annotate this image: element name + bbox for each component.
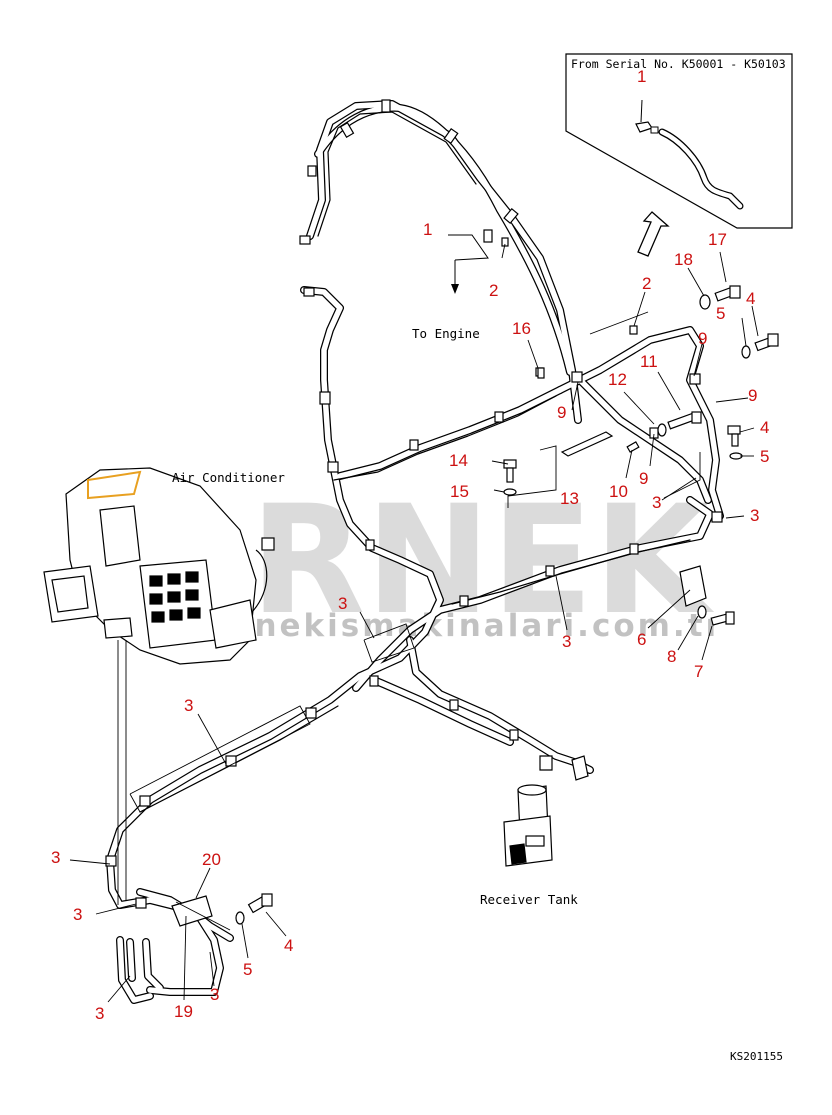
callout-18: 18	[674, 250, 693, 269]
callout-4: 4	[746, 289, 755, 308]
callout-3: 3	[562, 632, 571, 651]
callout-5: 5	[716, 304, 725, 323]
callout-20: 20	[202, 850, 221, 869]
callout-2: 2	[489, 281, 498, 300]
callout-5: 5	[760, 447, 769, 466]
callout-2: 2	[642, 274, 651, 293]
callout-13: 13	[560, 489, 579, 508]
callout-11: 11	[640, 352, 658, 371]
callout-14: 14	[449, 451, 468, 470]
text-labels: To Engine Air Conditioner Receiver Tank …	[172, 326, 783, 1063]
callout-19: 19	[174, 1002, 193, 1021]
callout-3: 3	[338, 594, 347, 613]
callout-numbers: 1 1 2 2 17 18 4 5 16 9 11 12 9 9 4 5 14 …	[51, 67, 769, 1023]
callout-16: 16	[512, 319, 531, 338]
hose-clamps	[105, 99, 723, 909]
callout-3: 3	[750, 506, 759, 525]
up-arrow-icon	[637, 211, 670, 257]
leader-lines	[69, 243, 759, 1003]
label-air-conditioner: Air Conditioner	[172, 470, 285, 485]
callout-8: 8	[667, 647, 676, 666]
callout-6: 6	[637, 630, 646, 649]
callout-1: 1	[423, 220, 432, 239]
callout-3: 3	[73, 905, 82, 924]
callout-3: 3	[184, 696, 193, 715]
callout-3: 3	[652, 493, 661, 512]
callout-4: 4	[760, 418, 769, 437]
receiver-tank	[503, 755, 589, 867]
callout-4: 4	[284, 936, 293, 955]
serial-inset: From Serial No. K50001 - K50103	[565, 53, 793, 229]
callout-7: 7	[694, 662, 703, 681]
callout-10: 10	[609, 482, 628, 501]
callout-15: 15	[450, 482, 469, 501]
callout-9: 9	[698, 329, 707, 348]
drawing-code: KS201155	[730, 1050, 783, 1063]
down-arrow-icon	[448, 234, 489, 294]
callout-9: 9	[748, 386, 757, 405]
callout-9: 9	[639, 469, 648, 488]
callout-3: 3	[95, 1004, 104, 1023]
bolts-washers	[171, 285, 779, 927]
label-to-engine: To Engine	[412, 326, 480, 341]
callout-1: 1	[637, 67, 646, 86]
label-receiver-tank: Receiver Tank	[480, 892, 578, 907]
callout-3: 3	[51, 848, 60, 867]
callout-12: 12	[608, 370, 627, 389]
serial-note: From Serial No. K50001 - K50103	[571, 57, 786, 71]
air-conditioner-unit	[43, 467, 275, 665]
callout-17: 17	[708, 230, 727, 249]
callout-5: 5	[243, 960, 252, 979]
small-fittings	[299, 165, 638, 377]
callout-9: 9	[557, 403, 566, 422]
callout-3: 3	[210, 985, 219, 1004]
